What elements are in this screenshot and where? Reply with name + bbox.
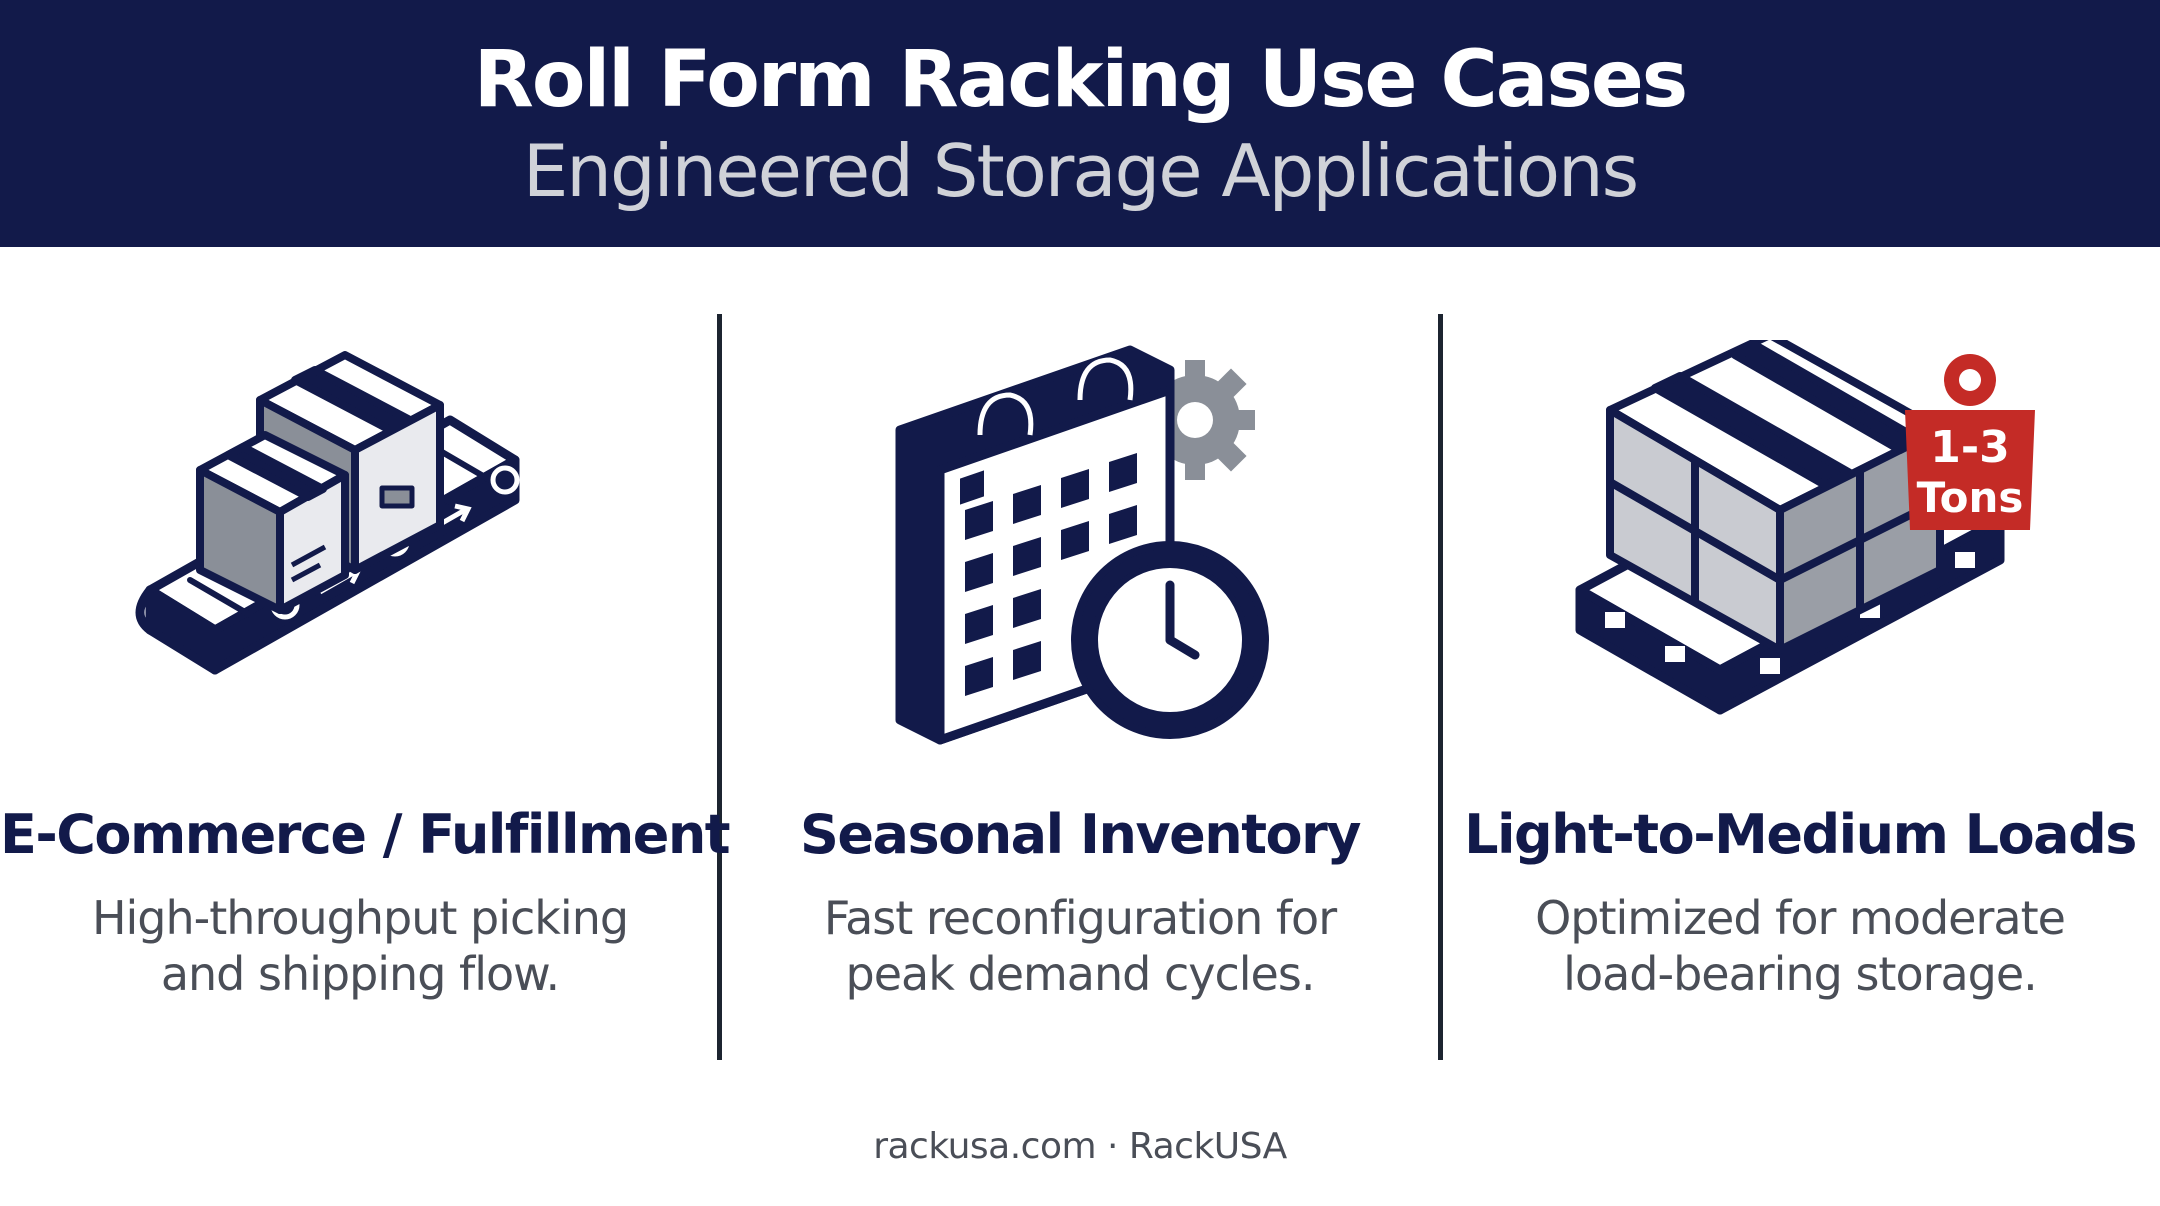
footer-credit: rackusa.com · RackUSA	[873, 1126, 1287, 1167]
page-title: Roll Form Racking Use Cases	[473, 35, 1688, 125]
calendar-day-cell	[1109, 505, 1137, 544]
use-case-description: Fast reconfiguration for peak demand cyc…	[823, 891, 1337, 1001]
calendar-day-cell	[1013, 485, 1041, 524]
calendar-day-cell	[1013, 537, 1041, 576]
calendar-clock-icon	[895, 345, 1269, 745]
calendar-day-cell	[965, 605, 993, 644]
conveyor-boxes-icon	[135, 351, 520, 675]
page-subtitle: Engineered Storage Applications	[522, 129, 1639, 213]
pallet-weight-icon: 1-3 Tons	[1575, 340, 2035, 715]
use-case-description: Optimized for moderate load-bearing stor…	[1535, 891, 2066, 1001]
calendar-day-cell	[1061, 521, 1089, 560]
calendar-day-cell	[1061, 469, 1089, 508]
calendar-day-cell	[965, 553, 993, 592]
calendar-day-cell	[965, 657, 993, 696]
use-case-title: Seasonal Inventory	[800, 803, 1361, 866]
column-divider	[717, 314, 722, 1060]
weight-badge-unit: Tons	[1917, 473, 2024, 522]
calendar-day-cell	[1109, 453, 1137, 492]
column-divider	[1438, 314, 1443, 1060]
use-case-title: Light-to-Medium Loads	[1464, 803, 2137, 866]
header-banner: Roll Form Racking Use Cases Engineered S…	[0, 0, 2160, 247]
calendar-day-cell	[1013, 641, 1041, 680]
use-case-description: High-throughput picking and shipping flo…	[91, 891, 629, 1001]
weight-badge-value: 1-3	[1930, 422, 2010, 473]
calendar-day-cell	[965, 501, 993, 540]
use-case-title: E-Commerce / Fulfillment	[0, 803, 731, 866]
calendar-day-cell	[1013, 589, 1041, 628]
